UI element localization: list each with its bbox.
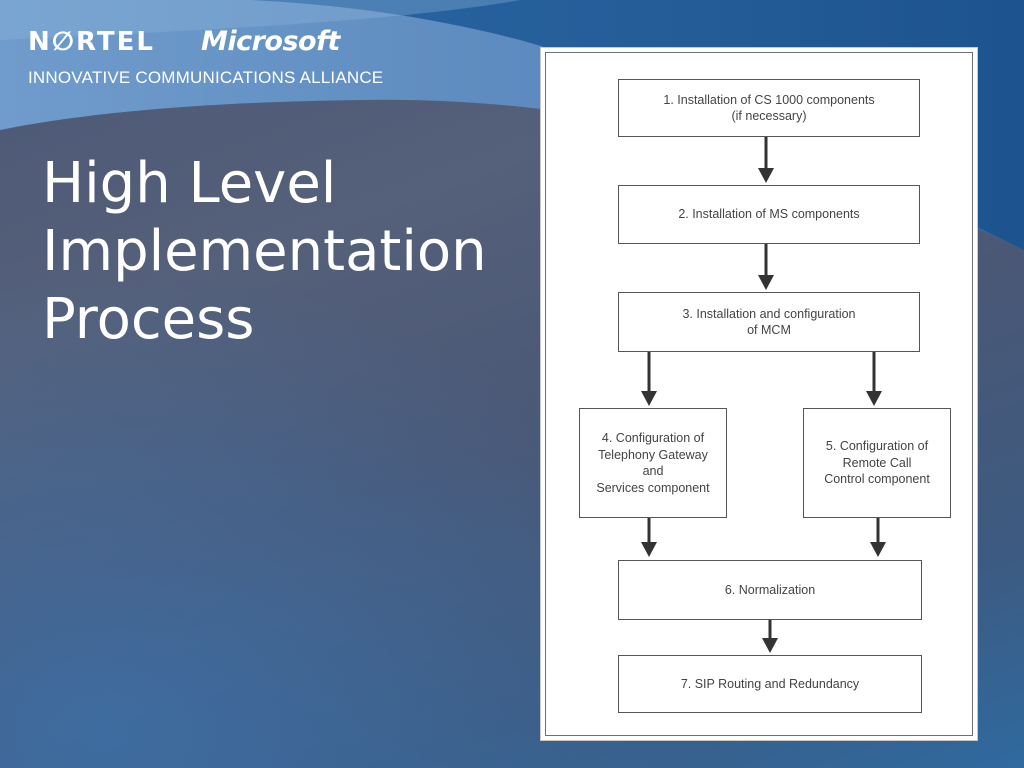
arrowhead-3-to-5: [866, 391, 882, 406]
flowchart-step-6: 6. Normalization: [618, 560, 922, 620]
flowchart-step-1: 1. Installation of CS 1000 components (i…: [618, 79, 920, 137]
arrowhead-4-to-6: [641, 542, 657, 557]
flowchart-arrows: [641, 137, 886, 653]
slide-title: High Level Implementation Process: [42, 150, 512, 354]
flowchart-step-5: 5. Configuration of Remote Call Control …: [803, 408, 951, 518]
figure-frame: [545, 52, 973, 736]
step-5-label: 5. Configuration of Remote Call Control …: [824, 439, 930, 487]
flowchart-step-7: 7. SIP Routing and Redundancy: [618, 655, 922, 713]
flowchart-step-2: 2. Installation of MS components: [618, 185, 920, 244]
step-4-label: 4. Configuration of Telephony Gateway an…: [596, 431, 710, 495]
title-line-2: Implementation: [42, 219, 487, 284]
step-6-label: 6. Normalization: [724, 582, 816, 597]
step-7-label: 7. SIP Routing and Redundancy: [680, 676, 860, 691]
arrowhead-2-to-3: [758, 275, 774, 290]
flowchart-step-3: 3. Installation and configuration of MCM: [618, 292, 920, 352]
step-2-label: 2. Installation of MS components: [678, 207, 860, 222]
title-line-1: High Level: [42, 151, 337, 216]
title-line-3: Process: [42, 287, 255, 352]
flowchart-figure: 1. Installation of CS 1000 components (i…: [540, 47, 978, 741]
flowchart-step-4: 4. Configuration of Telephony Gateway an…: [579, 408, 727, 518]
arrowhead-5-to-6: [870, 542, 886, 557]
alliance-tagline: INNOVATIVE COMMUNICATIONS ALLIANCE: [28, 68, 384, 87]
arrowhead-6-to-7: [762, 638, 778, 653]
arrowhead-1-to-2: [758, 168, 774, 183]
step-1-label: 1. Installation of CS 1000 components (i…: [663, 92, 875, 124]
microsoft-logo: Microsoft: [200, 26, 340, 57]
brand-logos: N∅RTEL Microsoft: [28, 26, 340, 57]
arrowhead-3-to-4: [641, 391, 657, 406]
nortel-logo: N∅RTEL: [28, 26, 155, 57]
step-3-label: 3. Installation and configuration of MCM: [682, 306, 856, 338]
